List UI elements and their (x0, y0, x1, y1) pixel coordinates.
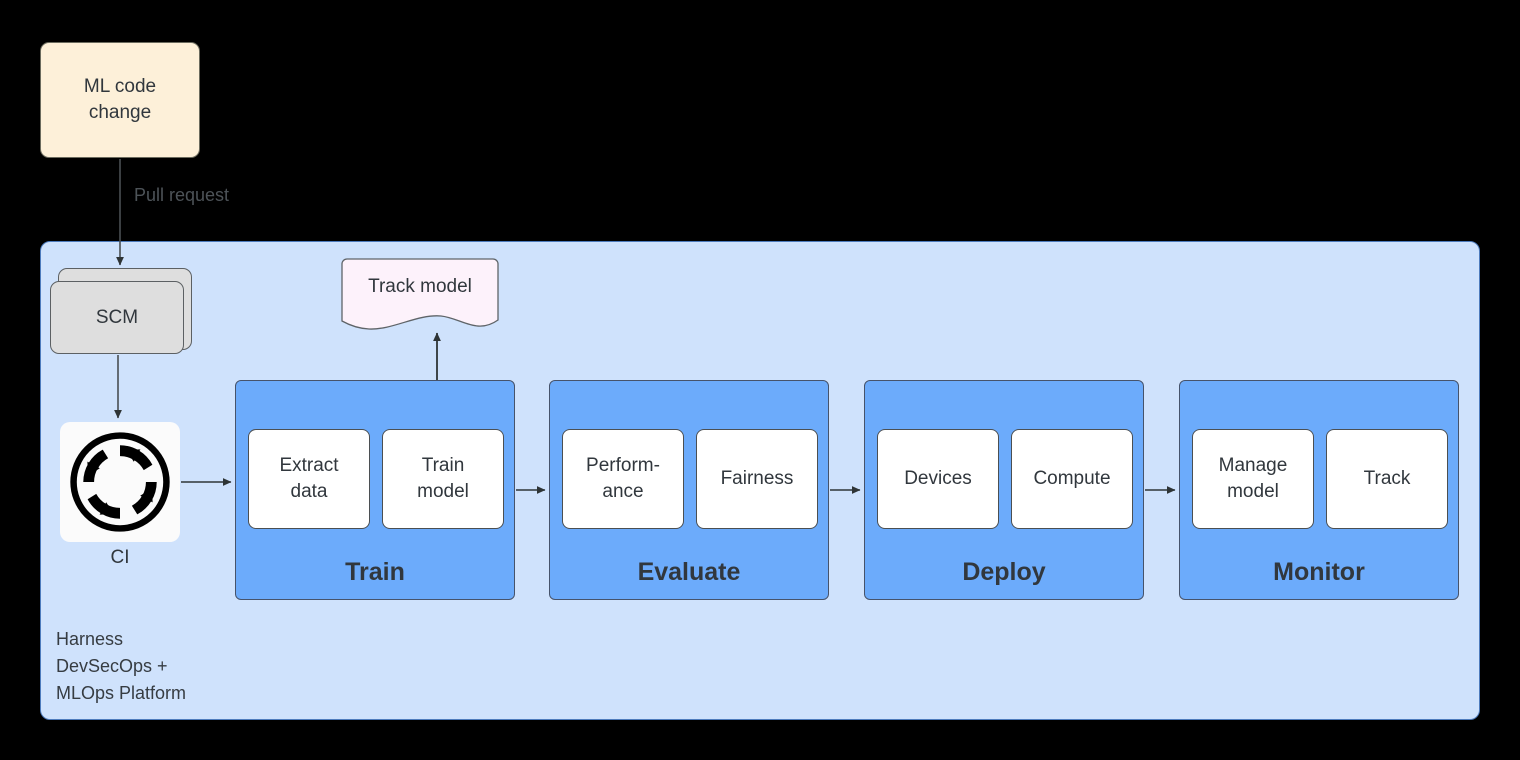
task-fairness[interactable]: Fairness (696, 429, 818, 529)
pull-request-edge-label: Pull request (134, 185, 230, 205)
task-extract-data[interactable]: Extract data (248, 429, 370, 529)
task-performance[interactable]: Perform- ance (562, 429, 684, 529)
stage-monitor-tasks: Manage model Track (1192, 429, 1448, 529)
ml-code-change-node[interactable]: ML code change (40, 42, 200, 158)
task-devices[interactable]: Devices (877, 429, 999, 529)
platform-caption: Harness DevSecOps + MLOps Platform (56, 629, 187, 703)
stage-deploy-tasks: Devices Compute (877, 429, 1133, 529)
task-compute[interactable]: Compute (1011, 429, 1133, 529)
scm-node[interactable]: SCM (50, 281, 184, 354)
continuous-integration-cycle-icon (70, 432, 170, 532)
stage-train[interactable]: Extract data Train model Train (235, 380, 515, 600)
track-model-label: Track model (368, 276, 472, 297)
stage-evaluate[interactable]: Perform- ance Fairness Evaluate (549, 380, 829, 600)
stage-train-title: Train (345, 558, 405, 586)
task-track[interactable]: Track (1326, 429, 1448, 529)
track-model-node[interactable]: Track model (341, 258, 499, 333)
task-train-model[interactable]: Train model (382, 429, 504, 529)
ci-node[interactable] (60, 422, 180, 542)
stage-deploy[interactable]: Devices Compute Deploy (864, 380, 1144, 600)
stage-train-tasks: Extract data Train model (248, 429, 504, 529)
stage-deploy-title: Deploy (962, 558, 1046, 586)
ci-node-label: CI (110, 547, 130, 568)
document-icon (341, 258, 499, 330)
stage-monitor[interactable]: Manage model Track Monitor (1179, 380, 1459, 600)
stage-evaluate-title: Evaluate (637, 558, 741, 586)
task-manage-model[interactable]: Manage model (1192, 429, 1314, 529)
stage-evaluate-tasks: Perform- ance Fairness (562, 429, 818, 529)
stage-monitor-title: Monitor (1273, 558, 1365, 586)
